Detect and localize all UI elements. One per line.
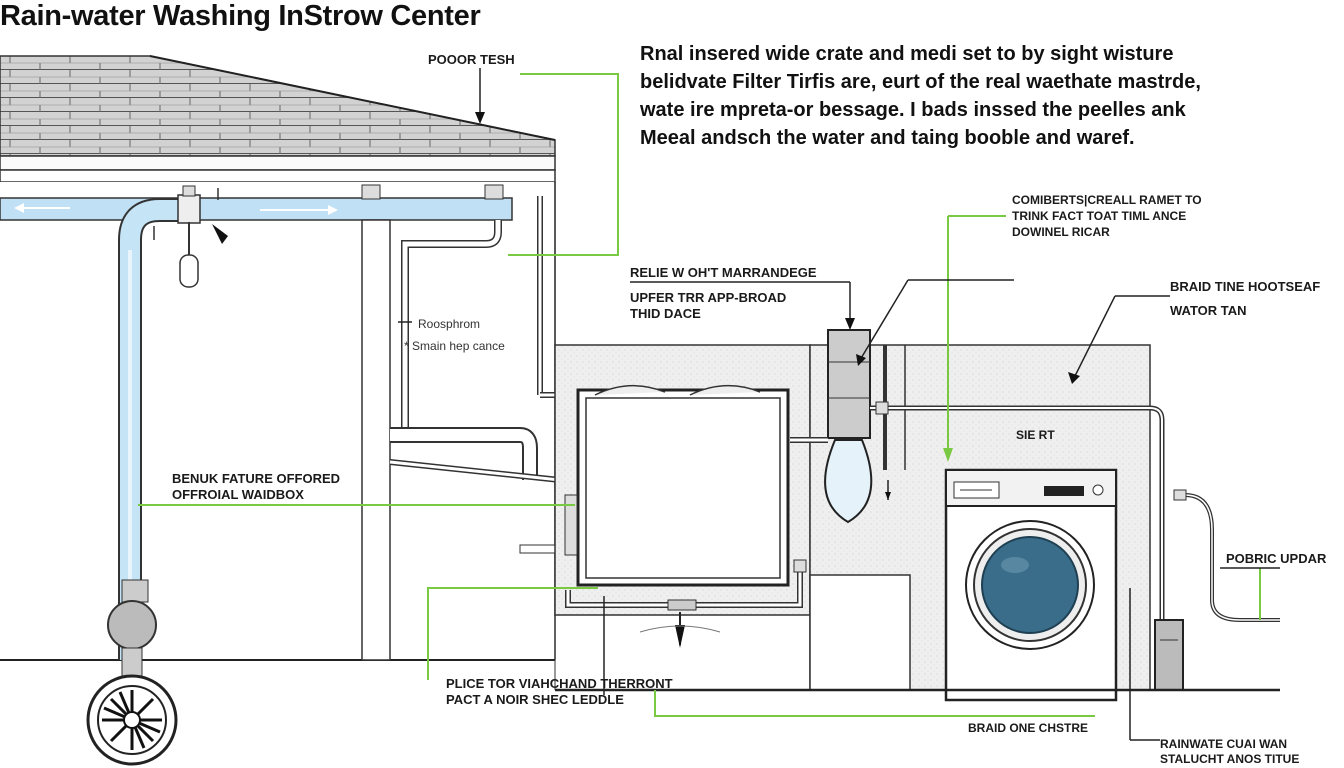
label-braid-one: BRAID ONE CHSTRE xyxy=(968,721,1089,735)
leader-lines xyxy=(138,73,1261,717)
label-pobric: POBRIC UPDAR xyxy=(1226,551,1327,566)
description-line: wate ire mpreta-or bessage. I bads insse… xyxy=(640,99,1186,121)
label-poor-tesh: POOOR TESH xyxy=(428,52,515,67)
label-line: PACT A NOIR SHEC LEDDLE xyxy=(446,692,624,707)
label-relie: RELIE W OH'T MARRANDEGE xyxy=(630,265,817,280)
downpipe xyxy=(118,198,190,660)
label-line: RAINWATE CUAI WAN xyxy=(1160,737,1288,751)
label-line: TRINK FACT TOAT TIML ANCE xyxy=(1012,209,1187,223)
label-rainwate: RAINWATE CUAI WAN STALUCHT ANOS TITUE xyxy=(1160,737,1299,767)
label-line: UPFER TRR APP-BROAD xyxy=(630,290,787,305)
label-text: Smain hep cance xyxy=(412,339,505,353)
filter-unit xyxy=(790,329,1165,620)
page-title: Rain-water Washing InStrow Center xyxy=(0,0,481,32)
label-line: PLICE TOR VIAHCHAND THERRONT xyxy=(446,676,673,691)
description-line: Rnal insered wide crate and medi set to … xyxy=(640,43,1174,65)
drain-grate xyxy=(86,600,178,766)
description: Rnal insered wide crate and medi set to … xyxy=(640,40,1201,152)
description-line: belidvate Filter Tirfis are, eurt of the… xyxy=(640,71,1201,93)
filter-valve xyxy=(153,185,228,288)
label-line: THID DACE xyxy=(630,306,701,321)
storage-tank xyxy=(564,384,807,648)
roof xyxy=(0,55,556,183)
label-upfer: UPFER TRR APP-BROAD THID DACE xyxy=(630,290,786,322)
label-roosphrom: Roosphrom xyxy=(418,317,481,331)
hose xyxy=(1154,489,1280,691)
label-wator-tan: WATOR TAN xyxy=(1170,303,1247,318)
label-benuk: BENUK FATURE OFFORED OFFROIAL WAIDBOX xyxy=(172,471,340,503)
label-line: BENUK FATURE OFFORED xyxy=(172,471,341,486)
label-smain: * Smain hep cance xyxy=(404,338,505,354)
label-line: STALUCHT ANOS TITUE xyxy=(1160,752,1300,766)
label-line: DOWINEL RICAR xyxy=(1012,225,1110,239)
washing-machine xyxy=(944,468,1118,702)
label-braid-tine: BRAID TINE HOOTSEAF xyxy=(1170,279,1321,294)
label-line: OFFROIAL WAIDBOX xyxy=(172,487,304,502)
label-sie-rt: SIE RT xyxy=(1016,428,1055,442)
label-combiberts: COMIBERTS|CREALL RAMET TO TRINK FACT TOA… xyxy=(1012,192,1202,240)
house-wall xyxy=(0,182,555,660)
label-line: COMIBERTS|CREALL RAMET TO xyxy=(1012,193,1202,207)
description-line: Meeal andsch the water and taing booble … xyxy=(640,127,1135,149)
bullet-icon: * xyxy=(404,339,413,353)
label-plice: PLICE TOR VIAHCHAND THERRONT PACT A NOIR… xyxy=(446,676,673,708)
